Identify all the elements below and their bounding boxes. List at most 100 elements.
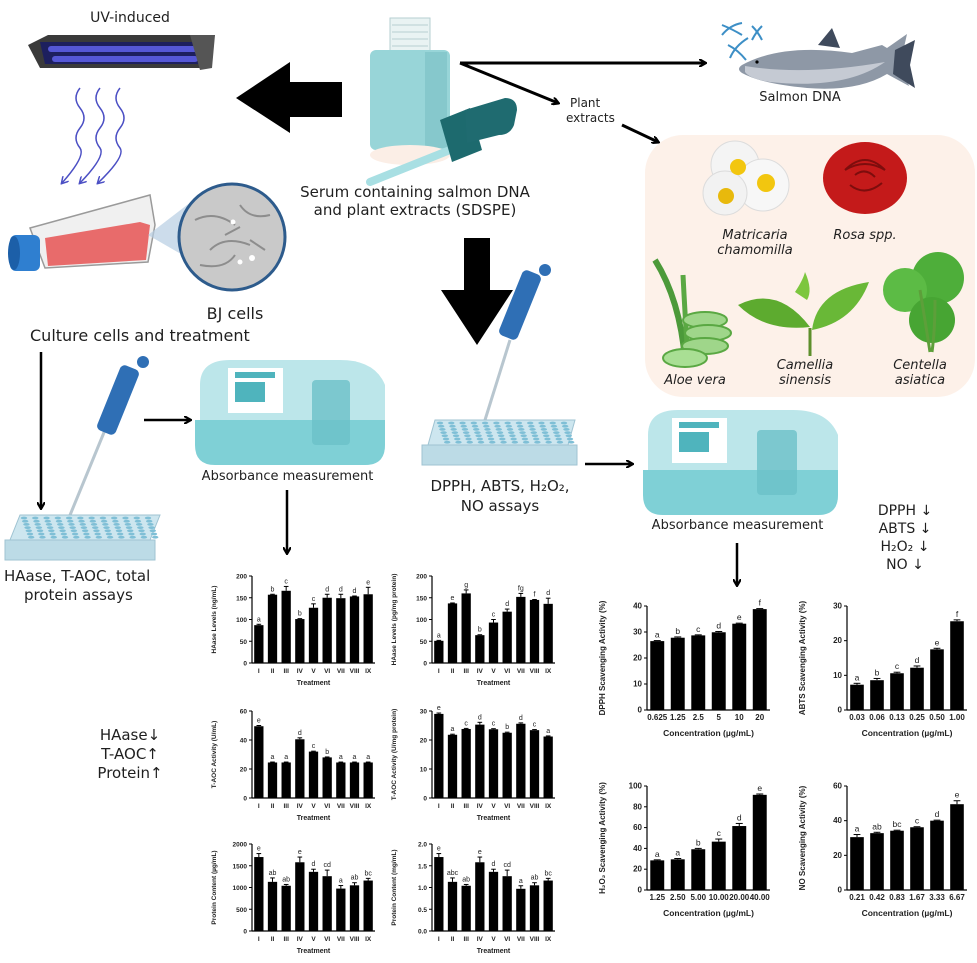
well xyxy=(455,440,462,444)
chart-h2o2: 020406080100a1.25a2.50b5.00c10.00d20.00e… xyxy=(598,782,771,919)
well xyxy=(54,516,62,520)
bar xyxy=(691,635,706,710)
assays-left-line1: HAase, T-AOC, total xyxy=(4,567,151,585)
x-tick-label: 1.25 xyxy=(670,713,686,722)
result-right-summary: DPPH ↓ ABTS ↓ H₂O₂ ↓ NO ↓ xyxy=(850,502,960,574)
well xyxy=(556,440,564,444)
significance-letter: ab xyxy=(531,875,539,882)
x-tick-label: 10.00 xyxy=(709,893,730,902)
x-tick-label: IV xyxy=(477,936,484,943)
significance-letter: d xyxy=(519,715,523,722)
chart-dpph: 010203040a0.625b1.25c2.5d5e10f20Concentr… xyxy=(598,598,770,738)
x-tick-label: 20 xyxy=(755,713,764,722)
well xyxy=(494,424,501,428)
y-tick-label: 20 xyxy=(633,654,642,663)
bar xyxy=(488,871,499,931)
x-tick-label: I xyxy=(258,668,260,675)
well xyxy=(519,431,526,434)
x-tick-label: VII xyxy=(337,668,345,675)
well xyxy=(562,424,569,428)
y-tick-label: 0 xyxy=(243,796,247,803)
well xyxy=(93,529,100,533)
significance-letter: b xyxy=(675,626,680,636)
bar xyxy=(281,885,291,931)
y-tick-label: 100 xyxy=(236,617,247,624)
bar xyxy=(363,880,373,931)
well xyxy=(99,516,107,520)
well xyxy=(46,526,54,529)
well xyxy=(89,519,97,523)
x-tick-label: IV xyxy=(297,668,304,675)
well xyxy=(115,529,123,533)
well xyxy=(451,431,459,434)
significance-letter: c xyxy=(533,722,537,729)
y-tick-label: 60 xyxy=(240,709,248,716)
well xyxy=(88,516,95,520)
significance-letter: ab xyxy=(351,875,359,882)
bar xyxy=(434,640,444,663)
bar xyxy=(516,888,526,931)
y-axis-label: H₂O₂ Scavenging Activity (%) xyxy=(598,782,607,894)
y-tick-label: 30 xyxy=(633,628,642,637)
x-tick-label: VI xyxy=(504,803,510,810)
bar xyxy=(322,757,332,798)
x-tick-label: 0.42 xyxy=(869,893,885,902)
plant-extracts-line2: extracts xyxy=(566,111,615,125)
well xyxy=(65,516,73,520)
significance-letter: b xyxy=(478,627,482,634)
y-tick-label: 500 xyxy=(236,907,247,914)
assays-right-line2: NO assays xyxy=(460,497,540,515)
bar xyxy=(267,762,278,798)
y-tick-label: 150 xyxy=(236,595,247,602)
y-tick-label: 30 xyxy=(833,602,842,611)
significance-letter: a xyxy=(339,754,343,761)
y-tick-label: 20 xyxy=(833,851,842,860)
bar xyxy=(447,734,458,798)
significance-letter: a xyxy=(366,754,370,761)
x-tick-label: II xyxy=(271,668,275,675)
result-no: NO ↓ xyxy=(886,557,924,573)
y-tick-label: 100 xyxy=(416,617,427,624)
bar xyxy=(295,739,305,798)
bar xyxy=(349,596,360,663)
significance-letter: d xyxy=(298,730,302,737)
significance-letter: bc xyxy=(544,870,552,877)
significance-letter: a xyxy=(437,632,441,639)
uv-lamp-icon xyxy=(28,35,215,70)
y-tick-label: 10 xyxy=(833,671,842,680)
well xyxy=(568,440,575,444)
x-tick-label: IV xyxy=(477,668,484,675)
spectrophotometer-icon-right xyxy=(643,410,838,515)
well xyxy=(152,535,159,539)
bar xyxy=(295,862,305,931)
well xyxy=(551,428,559,431)
well xyxy=(122,516,129,520)
significance-letter: a xyxy=(257,616,261,623)
y-tick-label: 1.5 xyxy=(418,863,427,870)
x-tick-label: VII xyxy=(337,803,345,810)
x-tick-label: VIII xyxy=(350,668,360,675)
well xyxy=(475,434,482,438)
bar xyxy=(447,603,458,663)
x-tick-label: I xyxy=(438,936,440,943)
x-tick-label: 40.00 xyxy=(750,893,771,902)
x-tick-label: 0.625 xyxy=(647,713,668,722)
well xyxy=(135,523,143,526)
y-axis-label: ABTS Scavenging Activity (%) xyxy=(798,600,807,715)
bar xyxy=(910,667,924,710)
well xyxy=(112,519,119,523)
well xyxy=(565,434,572,438)
bar xyxy=(670,637,685,710)
y-tick-label: 50 xyxy=(420,639,428,646)
significance-letter: c xyxy=(717,828,722,838)
bar xyxy=(691,849,706,890)
bar xyxy=(502,732,512,798)
well xyxy=(60,532,68,536)
x-tick-label: II xyxy=(451,936,455,943)
result-taoc: T-AOC↑ xyxy=(101,745,159,763)
significance-letter: e xyxy=(478,849,482,856)
y-tick-label: 20 xyxy=(833,636,842,645)
rose-icon xyxy=(823,142,907,214)
plant-name-line1: Matricaria xyxy=(722,228,788,243)
chamomile-icon xyxy=(702,140,790,216)
